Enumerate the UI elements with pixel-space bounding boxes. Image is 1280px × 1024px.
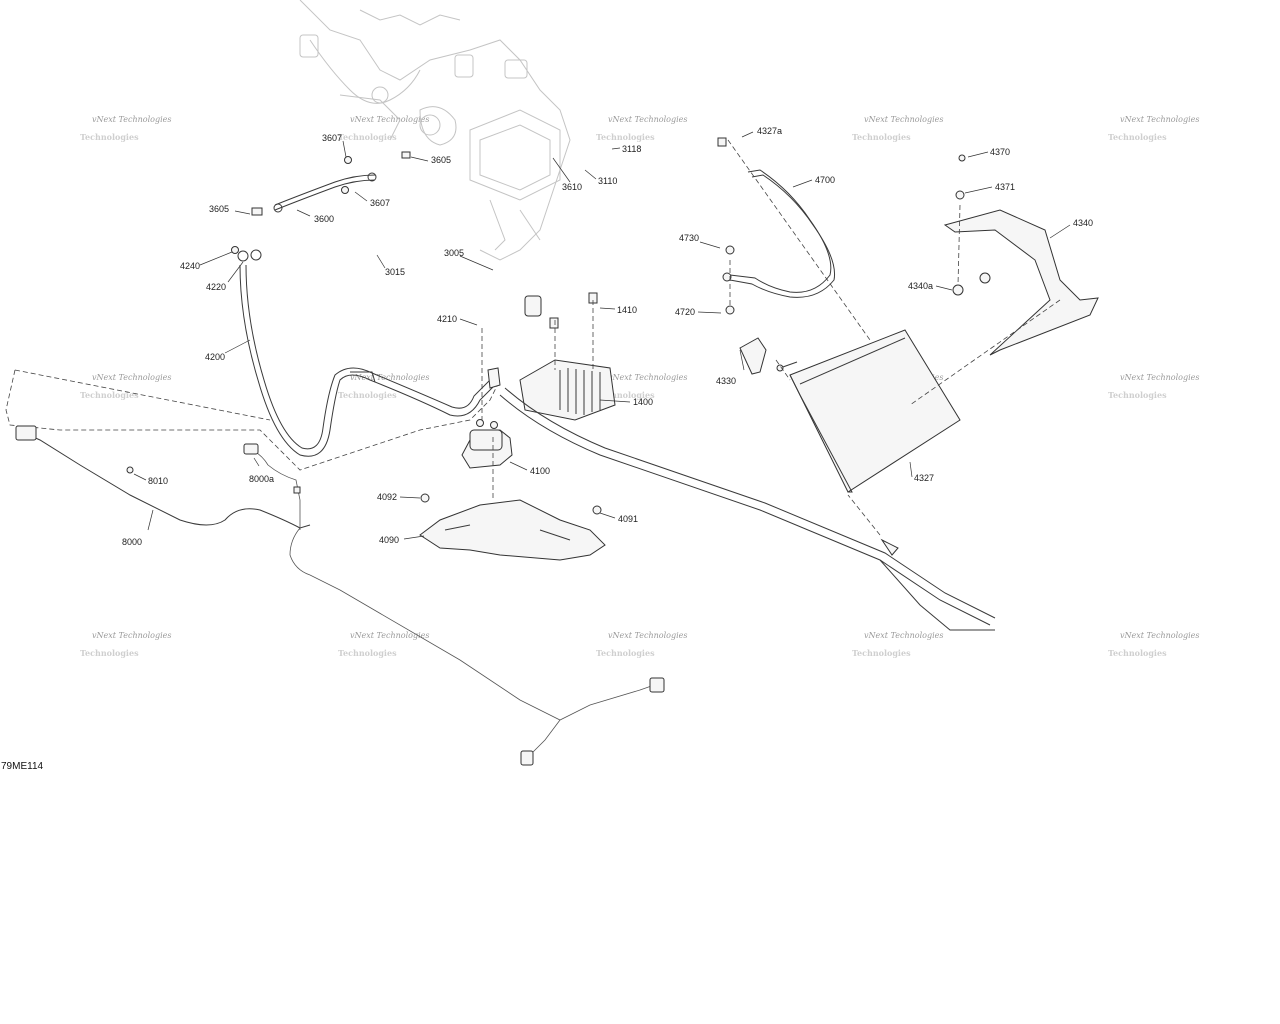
harness-8000 [15, 425, 665, 766]
callout-4092: 4092 [377, 492, 397, 502]
leader-lines [133, 131, 1071, 540]
callout-4340: 4340 [1073, 218, 1093, 228]
callout-4340a: 4340a [908, 281, 933, 291]
svg-text:vNext Technologies: vNext Technologies [1120, 631, 1199, 640]
svg-text:vNext Technologies: vNext Technologies [350, 631, 429, 640]
callout-3110: 3110 [598, 176, 617, 186]
watermark: Technologies vNext Technologies [80, 373, 171, 400]
svg-text:vNext Technologies: vNext Technologies [608, 373, 687, 382]
svg-text:vNext Technologies: vNext Technologies [864, 115, 943, 124]
svg-text:Technologies: Technologies [80, 390, 139, 400]
engine-ghost-drawing [299, 0, 571, 261]
watermark: Technologies vNext Technologies [1108, 631, 1199, 658]
callout-8000: 8000 [122, 537, 142, 547]
watermark: Technologies vNext Technologies [338, 631, 429, 658]
svg-text:Technologies: Technologies [338, 390, 397, 400]
svg-text:Technologies: Technologies [596, 390, 655, 400]
callout-4090: 4090 [379, 535, 399, 545]
callout-3118: 3118 [622, 144, 641, 154]
callout-4327: 4327 [914, 473, 934, 483]
svg-text:vNext Technologies: vNext Technologies [92, 373, 171, 382]
svg-text:Technologies: Technologies [338, 648, 397, 658]
watermark: Technologies vNext Technologies [338, 115, 429, 142]
callout-4370: 4370 [990, 147, 1010, 157]
callout-8010: 8010 [148, 476, 168, 486]
svg-text:vNext Technologies: vNext Technologies [92, 115, 171, 124]
callout-4220: 4220 [206, 282, 226, 292]
watermark: Technologies vNext Technologies [1108, 373, 1199, 400]
watermark: Technologies vNext Technologies [80, 115, 171, 142]
callout-3005: 3005 [444, 248, 464, 258]
callout-4720: 4720 [675, 307, 695, 317]
svg-text:Technologies: Technologies [596, 648, 655, 658]
positive-cable [499, 387, 996, 631]
svg-text:Technologies: Technologies [852, 132, 911, 142]
battery-cable-4700 [717, 137, 836, 315]
callout-1410: 1410 [617, 305, 637, 315]
callout-3015: 3015 [385, 267, 405, 277]
battery-4327 [779, 329, 961, 493]
callout-4700: 4700 [815, 175, 835, 185]
callout-4210: 4210 [437, 314, 457, 324]
assembly-lines [481, 139, 1061, 536]
bracket-4090 [419, 493, 606, 561]
svg-text:vNext Technologies: vNext Technologies [608, 115, 687, 124]
callout-8000a: 8000a [249, 474, 274, 484]
callout-4240: 4240 [180, 261, 200, 271]
ground-cable-3600 [251, 151, 411, 216]
svg-text:Technologies: Technologies [338, 132, 397, 142]
callout-4100: 4100 [530, 466, 550, 476]
svg-text:Technologies: Technologies [852, 648, 911, 658]
watermark: Technologies vNext Technologies [852, 115, 943, 142]
callout-3605-left: 3605 [209, 204, 229, 214]
callout-3600: 3600 [314, 214, 334, 224]
svg-text:vNext Technologies: vNext Technologies [350, 373, 429, 382]
svg-text:vNext Technologies: vNext Technologies [92, 631, 171, 640]
svg-text:Technologies: Technologies [1108, 390, 1167, 400]
watermark: Technologies vNext Technologies [80, 631, 171, 658]
callout-4730: 4730 [679, 233, 699, 243]
callout-3607-top: 3607 [322, 133, 342, 143]
callout-4330: 4330 [716, 376, 736, 386]
watermark: Technologies vNext Technologies [1108, 115, 1199, 142]
battery-bracket-4340 [943, 154, 1099, 356]
watermark: Technologies vNext Technologies [596, 115, 687, 142]
dashed-assembly-outline [5, 369, 501, 471]
callout-3610: 3610 [562, 182, 582, 192]
svg-text:Technologies: Technologies [80, 132, 139, 142]
watermark: Technologies vNext Technologies [596, 373, 687, 400]
callout-4200: 4200 [205, 352, 225, 362]
callout-4371: 4371 [995, 182, 1015, 192]
svg-text:Technologies: Technologies [80, 648, 139, 658]
callout-4091: 4091 [618, 514, 638, 524]
watermark: Technologies vNext Technologies [338, 373, 429, 400]
voltage-regulator-1400 [519, 292, 616, 421]
watermark: Technologies vNext Technologies [596, 631, 687, 658]
battery-cable-4200 [231, 246, 496, 457]
callout-1400: 1400 [633, 397, 653, 407]
starter-solenoid-4100 [461, 367, 513, 469]
svg-text:vNext Technologies: vNext Technologies [864, 631, 943, 640]
bolt-4330 [776, 364, 784, 372]
svg-text:Technologies: Technologies [1108, 132, 1167, 142]
figure-code: 79ME114 [1, 761, 44, 772]
svg-text:vNext Technologies: vNext Technologies [1120, 373, 1199, 382]
callout-labels: 3607 3605 3607 3605 3600 3015 3005 3118 … [122, 126, 1093, 547]
terminal-cover-4330 [739, 337, 767, 375]
watermark-layer: Technologies vNext Technologies Technolo… [80, 115, 1199, 658]
svg-text:vNext Technologies: vNext Technologies [608, 631, 687, 640]
svg-text:Technologies: Technologies [596, 132, 655, 142]
callout-4327a: 4327a [757, 126, 782, 136]
svg-text:vNext Technologies: vNext Technologies [350, 115, 429, 124]
svg-text:Technologies: Technologies [1108, 648, 1167, 658]
svg-text:vNext Technologies: vNext Technologies [1120, 115, 1199, 124]
callout-3605-right: 3605 [431, 155, 451, 165]
watermark: Technologies vNext Technologies [852, 631, 943, 658]
callout-3607-bottom: 3607 [370, 198, 390, 208]
